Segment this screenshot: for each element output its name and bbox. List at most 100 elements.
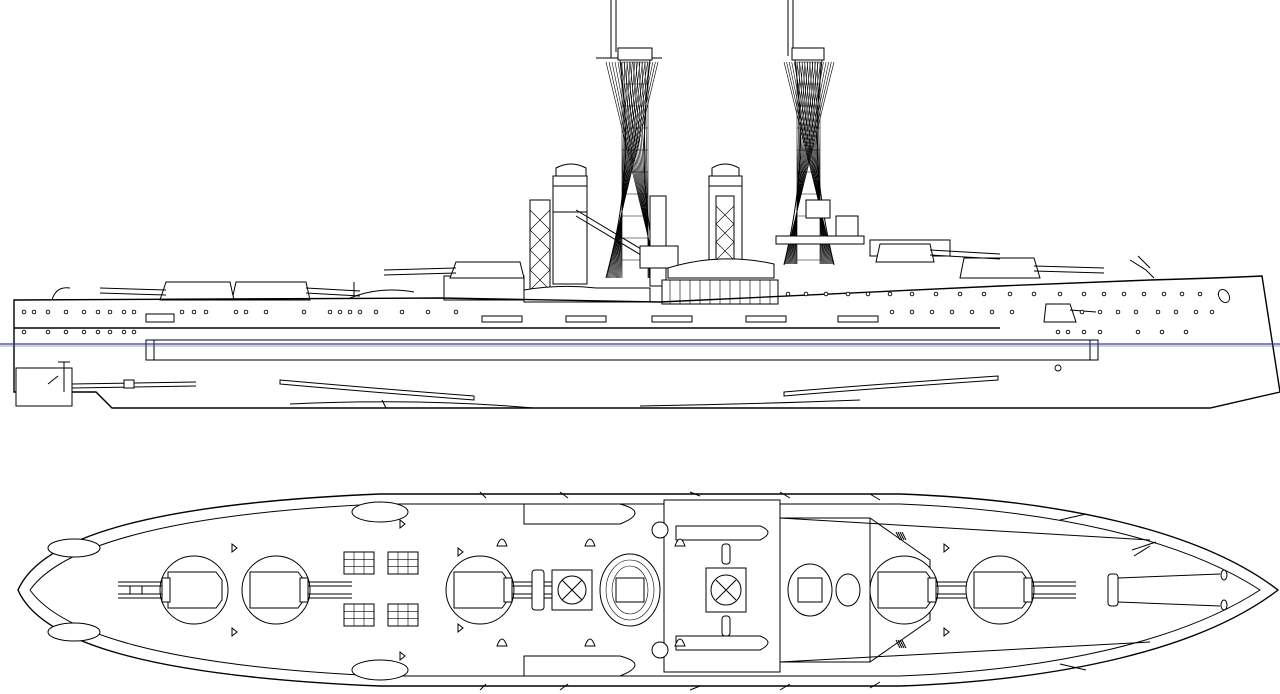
porthole <box>81 309 87 315</box>
porthole <box>243 309 249 315</box>
porthole <box>347 309 353 315</box>
boom <box>779 491 791 499</box>
boom <box>479 491 487 499</box>
porthole <box>1179 291 1185 297</box>
boom <box>689 491 701 497</box>
portholes <box>21 288 1231 372</box>
porthole <box>327 309 333 315</box>
turret <box>965 555 1076 625</box>
porthole <box>95 309 101 315</box>
porthole <box>1133 309 1139 315</box>
boom <box>869 681 881 689</box>
aft-funnel <box>552 163 657 285</box>
porthole <box>131 309 137 315</box>
porthole <box>337 309 343 315</box>
porthole <box>121 329 127 335</box>
ventilator <box>674 538 686 547</box>
porthole <box>179 309 185 315</box>
plan-boats <box>47 501 769 681</box>
porthole <box>845 291 851 297</box>
porthole <box>357 309 363 315</box>
turret <box>241 555 352 625</box>
porthole <box>1183 329 1189 335</box>
profile-turrets <box>51 243 1105 301</box>
fitting <box>231 626 238 638</box>
boom <box>559 491 569 499</box>
profile-casemates <box>145 303 1097 323</box>
superstructure <box>443 215 951 305</box>
porthole <box>107 309 113 315</box>
boom <box>869 493 881 501</box>
porthole <box>233 309 239 315</box>
porthole <box>1101 291 1107 297</box>
hawse-pipe <box>1217 288 1231 304</box>
porthole <box>21 309 27 315</box>
boom <box>689 685 701 691</box>
porthole <box>989 309 995 315</box>
porthole <box>203 309 209 315</box>
turret <box>869 555 980 625</box>
ladder <box>901 639 907 649</box>
porthole <box>191 309 197 315</box>
plan-view <box>17 491 1280 691</box>
porthole <box>929 309 935 315</box>
ladder <box>899 639 905 649</box>
skylight <box>343 551 375 575</box>
porthole <box>31 309 37 315</box>
porthole <box>1081 291 1087 297</box>
porthole <box>1057 291 1063 297</box>
porthole <box>803 291 809 297</box>
fitting <box>943 626 950 638</box>
porthole <box>1121 291 1127 297</box>
porthole <box>1079 309 1085 315</box>
porthole <box>1054 364 1062 372</box>
porthole <box>1097 329 1103 335</box>
porthole <box>969 309 975 315</box>
skylight <box>343 603 375 627</box>
plan-fittings <box>231 491 1087 691</box>
porthole <box>1135 329 1141 335</box>
porthole <box>81 329 87 335</box>
plan-skylights <box>343 551 419 627</box>
plan-hull-outline <box>17 493 1280 687</box>
skylight <box>387 603 419 627</box>
ladder <box>901 531 907 541</box>
porthole <box>63 329 69 335</box>
porthole <box>933 291 939 297</box>
porthole <box>95 329 101 335</box>
porthole <box>957 291 963 297</box>
porthole <box>1097 309 1103 315</box>
porthole <box>887 291 893 297</box>
profile-view <box>0 0 1280 409</box>
porthole <box>1209 309 1215 315</box>
boom <box>479 683 487 691</box>
boom <box>1059 663 1087 671</box>
turret-hatch <box>129 585 143 595</box>
plan-bow-fittings <box>1107 541 1228 611</box>
porthole <box>121 309 127 315</box>
porthole <box>1197 291 1203 297</box>
porthole <box>865 291 871 297</box>
fitting <box>943 542 950 554</box>
porthole <box>1193 309 1199 315</box>
porthole <box>301 309 307 315</box>
porthole <box>399 309 405 315</box>
ladder <box>895 531 901 541</box>
turret <box>445 555 556 625</box>
porthole <box>909 309 915 315</box>
porthole <box>949 309 955 315</box>
fitting <box>457 546 464 558</box>
fitting <box>399 518 406 530</box>
porthole <box>785 291 791 297</box>
ladder <box>897 531 903 541</box>
ventilator <box>584 538 596 547</box>
porthole <box>1031 291 1037 297</box>
plan-funnels <box>599 553 861 627</box>
fitting <box>231 542 238 554</box>
porthole <box>889 309 895 315</box>
porthole <box>453 309 459 315</box>
porthole <box>1065 329 1071 335</box>
porthole <box>823 291 829 297</box>
boom <box>559 683 569 691</box>
